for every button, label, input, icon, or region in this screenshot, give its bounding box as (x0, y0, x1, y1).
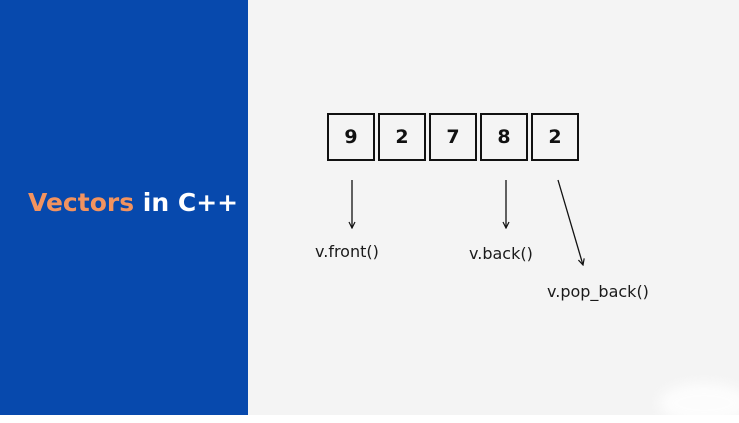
decorative-blob (659, 383, 739, 423)
pop-back-label: v.pop_back() (547, 282, 649, 301)
vector-cell-2: 7 (429, 113, 477, 161)
vector-cell-3: 8 (480, 113, 528, 161)
left-panel: Vectors in C++ (0, 0, 248, 415)
vector-cell-1: 2 (378, 113, 426, 161)
page-title: Vectors in C++ (28, 186, 238, 220)
vector-cell-4: 2 (531, 113, 579, 161)
back-label: v.back() (469, 244, 533, 263)
title-accent: Vectors (28, 188, 135, 217)
title-rest: in C++ (134, 188, 239, 217)
front-label: v.front() (315, 242, 379, 261)
diagram-panel (248, 0, 739, 423)
vector-cell-0: 9 (327, 113, 375, 161)
